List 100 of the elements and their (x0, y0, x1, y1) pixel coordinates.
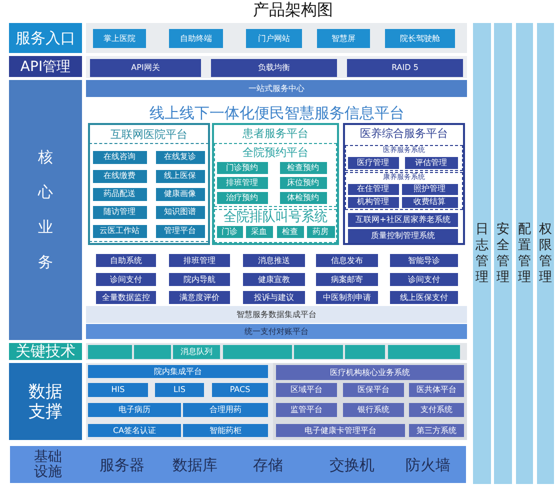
platform-bar: 智慧服务数据集成平台 (86, 306, 467, 323)
component-label: 数据库 (172, 456, 218, 474)
module-box: 收费结算 (402, 196, 458, 208)
box-title: 互联网医院平台 (110, 128, 188, 141)
component-label: 服务器 (100, 456, 144, 474)
module-box: 管理平台 (156, 224, 204, 238)
module-box: 监管平台 (276, 403, 337, 417)
module-box: 银行系统 (343, 403, 404, 417)
module-box: 线上医保支付 (390, 291, 458, 304)
module-box: 排班管理 (169, 254, 230, 267)
diagram-title: 产品架构图 (253, 1, 333, 19)
module-box: 检查 (276, 226, 304, 238)
layer-label: 关键技术 (9, 343, 82, 360)
module-box (88, 345, 132, 359)
module-box: 在线咨询 (92, 150, 146, 164)
platform-box (212, 123, 339, 245)
module-box: 检查预约 (280, 162, 326, 174)
module-box: 体检预约 (280, 192, 326, 204)
module-box: 消息队列 (173, 345, 220, 359)
layer-title: 基础设施 (33, 450, 63, 480)
subsystem-box (214, 143, 337, 207)
management-column: 日志管理 (473, 23, 491, 484)
module-box: 知识图谱 (156, 206, 204, 218)
module-box: 质量控制管理系统 (348, 229, 458, 243)
module-box: 采血 (246, 226, 272, 238)
module-box: 投诉与建议 (243, 291, 305, 304)
layer-label: API管理 (9, 56, 82, 77)
module-box (388, 345, 460, 359)
module-box (294, 345, 343, 359)
module-box: 掌上医院 (93, 29, 146, 48)
module-box: 药品配送 (92, 188, 146, 200)
platform-box (88, 123, 210, 245)
module-box: 电子健康卡管理平台 (276, 424, 405, 437)
module-box: 病案邮寄 (316, 273, 378, 286)
module-box: 互联网+社区居家养老系统 (348, 213, 458, 227)
subsystem-box (89, 143, 209, 242)
module-box: 在住管理 (348, 184, 398, 194)
module-box: 支付系统 (409, 403, 464, 417)
module-box: 医疗管理 (348, 156, 398, 168)
module-box: LIS (155, 383, 204, 397)
platform-bar: 统一支付对账平台 (86, 324, 467, 339)
platform-bar: 一站式服务中心 (86, 80, 467, 97)
module-box: 负载均衡 (211, 59, 337, 77)
module-box: HIS (88, 383, 148, 397)
module-box: 诊间支付 (96, 273, 156, 286)
module-box: 机构管理 (348, 196, 398, 208)
module-box: PACS (212, 383, 268, 397)
component-label: 交换机 (330, 456, 374, 474)
module-box: 照护管理 (402, 184, 458, 194)
module-box: API网关 (90, 59, 201, 77)
module-box: 院长驾驶舱 (385, 29, 455, 48)
module-box: 消息推送 (243, 254, 305, 267)
module-box (345, 345, 385, 359)
layer-label: 数据支撑 (9, 363, 82, 440)
component-label: 防火墙 (406, 456, 450, 474)
module-box: RAID 5 (347, 59, 463, 77)
infrastructure-band (10, 446, 466, 483)
module-box: CA签名认证 (88, 424, 181, 437)
module-box: 满意度评价 (169, 291, 230, 304)
module-box: 诊间支付 (390, 273, 458, 286)
module-box: 合理用药 (183, 403, 268, 417)
subsystem-box (345, 172, 463, 210)
layer-label: 服务入口 (9, 23, 82, 53)
platform-box (343, 123, 465, 245)
management-column: 权限管理 (537, 23, 554, 484)
module-box: 云医工作站 (92, 224, 146, 238)
module-box: 智能药柜 (183, 424, 268, 437)
module-box: 信息发布 (316, 254, 378, 267)
module-box: 医疗机构核心业务系统 (276, 365, 464, 380)
module-box: 健康宣教 (243, 273, 305, 286)
module-box: 在线缴费 (92, 170, 146, 182)
module-box: 门诊预约 (216, 162, 268, 174)
module-box: 电子病历 (88, 403, 181, 417)
module-box: 药房 (306, 226, 334, 238)
module-box: 线上医保 (156, 170, 204, 182)
module-box: 自助终端 (169, 29, 223, 48)
platform-title: 线上线下一体化便民智慧服务信息平台 (150, 104, 404, 122)
module-box: 门户网站 (246, 29, 302, 48)
module-box (223, 345, 292, 359)
module-box: 智慧屏 (317, 29, 370, 48)
subsystem-box (345, 145, 463, 171)
module-box: 评估管理 (404, 156, 458, 168)
module-box (134, 345, 171, 359)
module-box: 区域平台 (276, 383, 337, 397)
layer-label: 核心业务 (9, 80, 82, 340)
module-box: 全量数据监控 (96, 291, 156, 304)
management-column: 配置管理 (516, 23, 533, 484)
subsystem-box (214, 209, 337, 243)
box-title: 医养综合服务平台 (360, 127, 448, 140)
module-box: 中医制剂申请 (316, 291, 378, 304)
box-title: 患者服务平台 (242, 127, 308, 140)
module-box: 门诊 (216, 226, 242, 238)
module-box: 第三方系统 (409, 424, 464, 437)
module-box: 自助系统 (96, 254, 156, 267)
management-column: 安全管理 (494, 23, 512, 484)
module-box: 治疗预约 (216, 192, 268, 204)
module-box: 排班管理 (216, 176, 268, 188)
module-box: 在线复诊 (156, 150, 204, 164)
module-box: 智能导诊 (390, 254, 458, 267)
module-box: 医保平台 (343, 383, 404, 397)
